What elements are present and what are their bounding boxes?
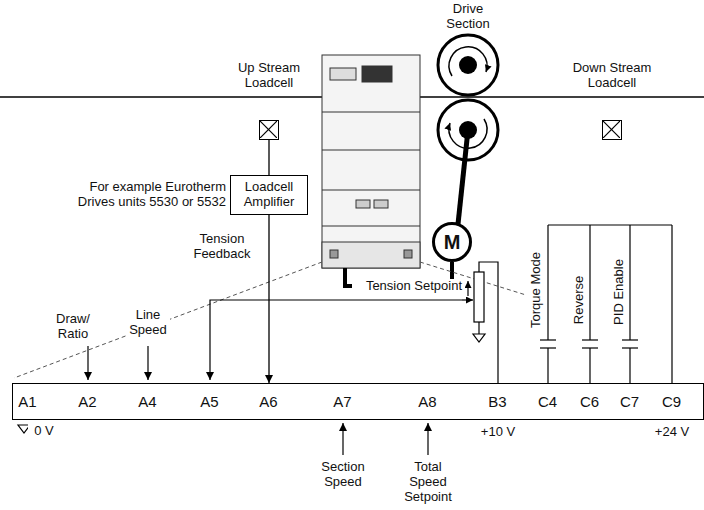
potentiometer-part bbox=[473, 334, 485, 342]
drive-unit-part bbox=[356, 200, 370, 208]
callout-dashes-part bbox=[14, 262, 322, 378]
switch-contacts-part bbox=[589, 348, 590, 383]
drive-unit-part bbox=[330, 250, 338, 258]
signal-name: Draw/ Ratio bbox=[51, 312, 95, 342]
signal-name: Tension Setpoint bbox=[352, 279, 462, 294]
terminal-name: A1 bbox=[8, 393, 48, 410]
switch-contacts-part bbox=[629, 225, 630, 340]
supply-label: 0 V bbox=[28, 424, 60, 439]
drive-rollers-part bbox=[459, 56, 477, 74]
signal-arrows-part bbox=[342, 423, 343, 455]
callout-dashes bbox=[14, 262, 526, 378]
supply-label: +24 V bbox=[650, 425, 694, 440]
switch-contacts-part bbox=[671, 225, 672, 383]
signal-name: Line Speed bbox=[126, 308, 170, 338]
node-text: Up Stream Loadcell bbox=[229, 61, 309, 91]
signal-name: Section Speed bbox=[315, 460, 371, 490]
switch-contacts-part bbox=[548, 224, 672, 225]
switch-contacts-part bbox=[629, 348, 630, 383]
drive-unit-part bbox=[330, 68, 356, 80]
switch-contacts-part bbox=[547, 225, 548, 340]
switch-contacts-part bbox=[589, 225, 590, 340]
loadcell-symbol: Up Stream Loadcell bbox=[259, 120, 279, 140]
terminal-name: A2 bbox=[68, 393, 108, 410]
node-text: Down Stream Loadcell bbox=[572, 61, 652, 91]
drive-unit-part bbox=[374, 200, 388, 208]
signal-connector bbox=[268, 215, 269, 383]
terminal-strip: A1A2A4A5A6A7A8B3C4C6C7C9 bbox=[12, 383, 704, 420]
switch-contacts-part bbox=[622, 339, 638, 340]
drive-unit-part bbox=[322, 150, 420, 151]
loadcell-cross bbox=[260, 121, 277, 138]
potentiometer-part bbox=[462, 299, 473, 300]
signal-connector bbox=[268, 140, 269, 175]
section-title: Drive Section bbox=[438, 2, 498, 32]
drive-unit-part bbox=[404, 250, 412, 258]
switch-label: Reverse bbox=[572, 274, 587, 326]
motor-circle: M bbox=[432, 222, 472, 262]
signal-name: Total Speed Setpoint bbox=[399, 460, 457, 505]
potentiometer-part bbox=[478, 322, 479, 334]
loadcell-cross-part bbox=[603, 121, 620, 138]
drive-unit-part bbox=[322, 242, 420, 268]
amplifier-box: Loadcell Amplifier bbox=[230, 175, 308, 215]
supply-label: +10 V bbox=[476, 425, 520, 440]
terminal-name: B3 bbox=[478, 393, 518, 410]
switch-label: Torque Mode bbox=[529, 250, 544, 330]
drive-unit-part bbox=[322, 190, 420, 191]
signal-arrows-part bbox=[87, 346, 88, 380]
loadcell-symbol: Down Stream Loadcell bbox=[602, 120, 622, 140]
terminal-name: C6 bbox=[570, 393, 610, 410]
drive-unit-part bbox=[322, 55, 420, 268]
switch-contacts bbox=[540, 225, 672, 383]
loadcell-cross-part bbox=[260, 121, 277, 138]
potentiometer-part bbox=[210, 300, 462, 380]
switch-contacts-part bbox=[582, 339, 598, 340]
switch-contacts-part bbox=[547, 348, 548, 383]
terminal-name: A8 bbox=[408, 393, 448, 410]
node-text: M bbox=[444, 231, 461, 254]
terminal-name: C7 bbox=[610, 393, 650, 410]
drive-rollers-part bbox=[449, 47, 487, 76]
terminal-name: C9 bbox=[652, 393, 692, 410]
signal-arrows-part bbox=[427, 423, 428, 455]
signal-arrows-part bbox=[147, 346, 148, 380]
drive-unit-part bbox=[362, 66, 392, 82]
drive-unit bbox=[322, 55, 420, 268]
motor-shaft bbox=[458, 130, 468, 224]
terminal-name: A4 bbox=[128, 393, 168, 410]
terminal-name: C4 bbox=[528, 393, 568, 410]
switch-label: PID Enable bbox=[612, 257, 627, 327]
drive-unit-part bbox=[322, 112, 420, 113]
potentiometer-part bbox=[467, 281, 468, 296]
potentiometer-part bbox=[474, 272, 484, 322]
potentiometer bbox=[210, 262, 498, 383]
terminal-name: A5 bbox=[190, 393, 230, 410]
loadcell-cross bbox=[603, 121, 620, 138]
signal-name: Tension Feedback bbox=[189, 232, 255, 262]
drive-rollers-part bbox=[438, 35, 498, 95]
terminal-name: A6 bbox=[249, 393, 289, 410]
loadcell-cross-part bbox=[603, 121, 620, 138]
node-text: Loadcell Amplifier bbox=[235, 180, 303, 210]
switch-contacts-part bbox=[540, 339, 556, 340]
note: For example Eurotherm Drives units 5530 … bbox=[56, 180, 226, 210]
drive-unit-part bbox=[322, 226, 420, 227]
terminal-name: A7 bbox=[323, 393, 363, 410]
loadcell-cross-part bbox=[260, 121, 277, 138]
